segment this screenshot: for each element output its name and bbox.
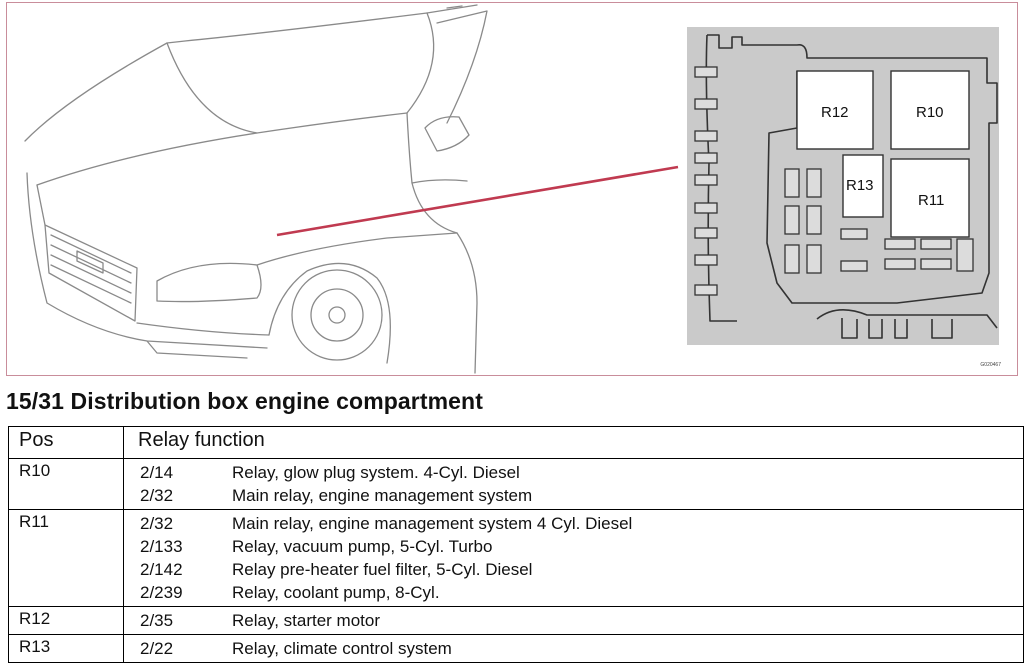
figure-panel: R12 R10 R13 R11 G020467 <box>6 2 1018 376</box>
function-description: Relay, climate control system <box>232 638 452 658</box>
function-description: Relay, starter motor <box>232 610 381 630</box>
function-description: Relay pre-heater fuel filter, 5-Cyl. Die… <box>232 559 533 579</box>
row-functions: 2/35 Relay, starter motor <box>123 606 1024 635</box>
row-functions: 2/22 Relay, climate control system <box>123 634 1024 663</box>
function-description: Main relay, engine management system <box>232 485 533 505</box>
function-description: Main relay, engine management system 4 C… <box>232 513 633 533</box>
function-code: 2/133 <box>140 536 183 556</box>
relay-r11-box <box>890 158 970 238</box>
row-functions: 2/32 Main relay, engine management system… <box>123 509 1024 607</box>
function-line: 2/35 Relay, starter motor <box>124 609 1023 632</box>
header-relay-function: Relay function <box>123 426 1024 459</box>
function-description: Relay, glow plug system. 4-Cyl. Diesel <box>232 462 520 482</box>
car-illustration: R12 R10 R13 R11 <box>24 4 999 374</box>
relay-r12-box <box>796 70 874 150</box>
page-title: 15/31 Distribution box engine compartmen… <box>6 388 483 414</box>
function-description: Relay, coolant pump, 8-Cyl. <box>232 582 440 602</box>
row-pos: R12 <box>8 606 124 635</box>
function-line: 2/133 Relay, vacuum pump, 5-Cyl. Turbo <box>124 535 1023 558</box>
function-line: 2/32 Main relay, engine management system <box>124 484 1023 507</box>
function-code: 2/32 <box>140 485 174 505</box>
function-code: 2/14 <box>140 462 174 482</box>
function-line: 2/32 Main relay, engine management system… <box>124 512 1023 535</box>
row-functions: 2/14 Relay, glow plug system. 4-Cyl. Dies… <box>123 458 1024 510</box>
function-code: 2/32 <box>140 513 174 533</box>
relay-r10-box <box>890 70 970 150</box>
relay-label-r11: R11 <box>918 192 944 209</box>
row-pos: R13 <box>8 634 124 663</box>
relay-label-r10: R10 <box>916 104 944 121</box>
function-code: 2/142 <box>140 559 183 579</box>
relay-label-r12: R12 <box>821 104 849 121</box>
table-row: R13 2/22 Relay, climate control system <box>8 634 1024 663</box>
function-line: 2/142 Relay pre-heater fuel filter, 5-Cyl… <box>124 558 1023 581</box>
relay-r13-box <box>842 154 884 218</box>
table-header-row: Pos Relay function <box>8 426 1024 459</box>
function-description: Relay, vacuum pump, 5-Cyl. Turbo <box>232 536 493 556</box>
function-line: 2/239 Relay, coolant pump, 8-Cyl. <box>124 581 1023 604</box>
function-code: 2/239 <box>140 582 183 602</box>
function-line: 2/14 Relay, glow plug system. 4-Cyl. Dies… <box>124 461 1023 484</box>
relay-table: Pos Relay function R10 2/14 Relay, glow pl… <box>8 426 1024 663</box>
function-line: 2/22 Relay, climate control system <box>124 637 1023 660</box>
function-code: 2/35 <box>140 610 174 630</box>
row-pos: R10 <box>8 458 124 510</box>
image-code: G020467 <box>980 362 1001 368</box>
table-row: R11 2/32 Main relay, engine management sys… <box>8 509 1024 607</box>
table-body: R10 2/14 Relay, glow plug system. 4-Cyl. D… <box>8 458 1024 663</box>
function-code: 2/22 <box>140 638 174 658</box>
header-pos: Pos <box>8 426 124 459</box>
table-row: R10 2/14 Relay, glow plug system. 4-Cyl. D… <box>8 458 1024 510</box>
table-row: R12 2/35 Relay, starter motor <box>8 606 1024 635</box>
relay-label-r13: R13 <box>846 177 874 194</box>
row-pos: R11 <box>8 509 124 607</box>
